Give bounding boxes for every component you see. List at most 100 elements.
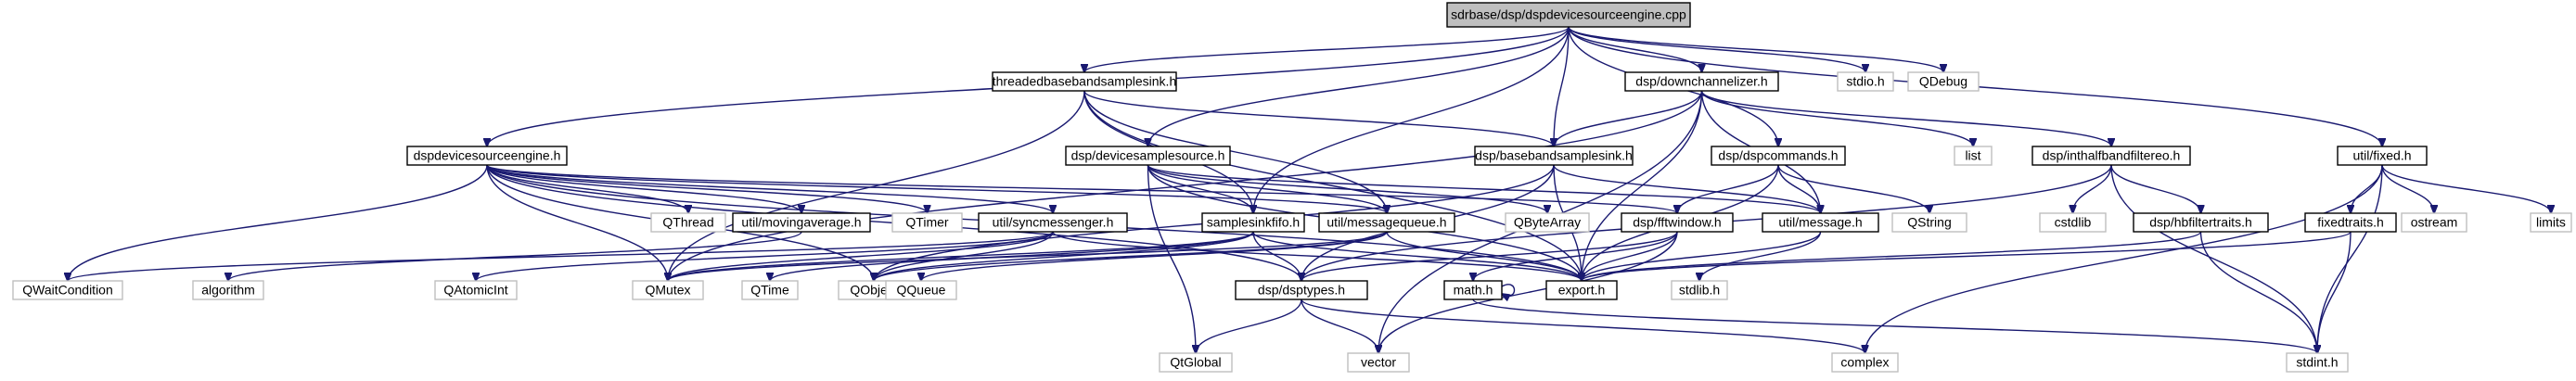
node-label-tbss: threadedbasebandsamplesink.h — [993, 74, 1176, 89]
edge-msg-to-stdlib — [1699, 231, 1822, 281]
node-msg[interactable]: util/message.h — [1762, 212, 1879, 233]
node-ostream: ostream — [2401, 212, 2467, 233]
node-stdint: stdint.h — [2286, 352, 2349, 373]
node-syncm[interactable]: util/syncmessenger.h — [978, 212, 1128, 233]
node-box-fftw — [1621, 212, 1734, 233]
node-mavg[interactable]: util/movingaverage.h — [732, 212, 871, 233]
edge-ftraits-to-export — [1582, 231, 2352, 281]
node-label-dsptypes: dsp/dsptypes.h — [1258, 283, 1345, 298]
edge-root-to-down — [1568, 26, 1702, 72]
node-label-bbss: dsp/basebandsamplesink.h — [1475, 148, 1633, 163]
node-box-qdebug — [1907, 71, 1980, 92]
edge-sfifo-to-dsptypes — [1252, 231, 1301, 281]
edge-down-to-list — [1700, 90, 1974, 146]
edge-fixed-to-complex — [1865, 164, 2383, 353]
node-down[interactable]: dsp/downchannelizer.h — [1624, 71, 1779, 92]
node-box-qthread — [650, 212, 726, 233]
node-mq[interactable]: util/messagequeue.h — [1318, 212, 1455, 233]
node-qtime: QTime — [741, 280, 799, 300]
node-qbytearray: QByteArray — [1505, 212, 1590, 233]
edge-math-to-math — [1502, 284, 1516, 296]
edge-ihb-to-cstdlib — [2073, 164, 2112, 213]
node-label-fixed: util/fixed.h — [2352, 148, 2411, 163]
node-tbss[interactable]: threadedbasebandsamplesink.h — [992, 71, 1177, 92]
edge-ihb-to-hbft — [2110, 164, 2201, 213]
node-box-qtimer — [891, 212, 963, 233]
node-qtglobal: QtGlobal — [1159, 352, 1233, 373]
node-dss[interactable]: dsp/devicesamplesource.h — [1065, 146, 1231, 166]
node-vector: vector — [1347, 352, 1410, 373]
node-label-limits: limits — [2536, 215, 2566, 230]
edge-dss-to-qtglobal — [1147, 164, 1197, 353]
node-box-qatomic — [434, 280, 518, 300]
node-dsptypes[interactable]: dsp/dsptypes.h — [1235, 280, 1368, 300]
node-label-hbft: dsp/hbfiltertraits.h — [2149, 215, 2252, 230]
node-qatomic: QAtomicInt — [434, 280, 518, 300]
edge-hbft-to-stdint — [2199, 231, 2318, 353]
node-box-mq — [1318, 212, 1455, 233]
node-qthread: QThread — [650, 212, 726, 233]
node-label-down: dsp/downchannelizer.h — [1635, 74, 1767, 89]
node-label-qbytearray: QByteArray — [1514, 215, 1581, 230]
node-bbss[interactable]: dsp/basebandsamplesink.h — [1474, 146, 1634, 166]
edge-root-to-stdio — [1568, 26, 1865, 72]
node-label-qtime: QTime — [750, 283, 789, 298]
node-box-ftraits — [2304, 212, 2397, 233]
edge-root-to-dss — [1148, 26, 1570, 146]
node-label-dspcmd: dsp/dspcommands.h — [1718, 148, 1838, 163]
node-list: list — [1954, 146, 1993, 166]
node-stdlib: stdlib.h — [1671, 280, 1728, 300]
edge-tbss-to-bbss — [1083, 90, 1554, 146]
node-box-dseh — [406, 146, 568, 166]
edge-ftraits-to-stdint — [2317, 231, 2352, 353]
edge-mavg-to-algo — [228, 231, 802, 281]
node-hbft[interactable]: dsp/hbfiltertraits.h — [2133, 212, 2269, 233]
edge-down-to-export — [1582, 90, 1703, 281]
edge-root-to-bbss — [1554, 26, 1570, 146]
edge-dsptypes-to-complex — [1301, 298, 1865, 353]
edge-dss-to-mq — [1147, 164, 1388, 213]
edge-fixed-to-limits — [2381, 164, 2551, 213]
node-label-mavg: util/movingaverage.h — [741, 215, 861, 230]
node-qwait: QWaitCondition — [12, 280, 123, 300]
node-fixed[interactable]: util/fixed.h — [2337, 146, 2428, 166]
node-cstdlib: cstdlib — [2039, 212, 2107, 233]
node-dspcmd[interactable]: dsp/dspcommands.h — [1711, 146, 1846, 166]
node-root[interactable]: sdrbase/dsp/dspdevicesourceengine.cpp — [1446, 2, 1691, 28]
edge-sfifo-to-qmutex — [668, 231, 1254, 281]
edge-syncm-to-export — [1052, 231, 1582, 281]
edge-tbss-to-export — [1083, 90, 1582, 281]
node-label-math: math.h — [1454, 283, 1493, 298]
edge-mq-to-qqueue — [921, 231, 1388, 281]
node-label-stdlib: stdlib.h — [1679, 283, 1720, 298]
node-box-qtglobal — [1159, 352, 1233, 373]
node-box-qwait — [12, 280, 123, 300]
node-export[interactable]: export.h — [1545, 280, 1618, 300]
node-qqueue: QQueue — [885, 280, 957, 300]
node-box-qmutex — [632, 280, 704, 300]
node-dseh[interactable]: dspdevicesourceengine.h — [406, 146, 568, 166]
edge-fftw-to-dsptypes — [1301, 231, 1678, 281]
node-box-msg — [1762, 212, 1879, 233]
edge-root-to-sfifo — [1253, 26, 1570, 213]
node-label-ftraits: fixedtraits.h — [2317, 215, 2384, 230]
node-fftw[interactable]: dsp/fftwindow.h — [1621, 212, 1734, 233]
node-box-ihb — [2031, 146, 2191, 166]
edge-dsptypes-to-qtglobal — [1196, 298, 1302, 353]
edge-dspcmd-to-msg — [1777, 164, 1821, 213]
edge-down-to-ihb — [1700, 90, 2112, 146]
node-math[interactable]: math.h — [1443, 280, 1503, 300]
node-box-bbss — [1474, 146, 1634, 166]
edge-dseh-to-qthread — [486, 164, 688, 213]
node-ftraits[interactable]: fixedtraits.h — [2304, 212, 2397, 233]
node-ihb[interactable]: dsp/inthalfbandfiltereo.h — [2031, 146, 2191, 166]
edge-dseh-to-mq — [486, 164, 1387, 213]
node-sfifo[interactable]: samplesinkfifo.h — [1201, 212, 1305, 233]
node-box-dsptypes — [1235, 280, 1368, 300]
node-box-ostream — [2401, 212, 2467, 233]
edge-root-to-qdebug — [1568, 26, 1943, 72]
node-qtimer: QTimer — [891, 212, 963, 233]
node-label-ostream: ostream — [2411, 215, 2458, 230]
edge-bbss-to-msg — [1553, 164, 1821, 213]
